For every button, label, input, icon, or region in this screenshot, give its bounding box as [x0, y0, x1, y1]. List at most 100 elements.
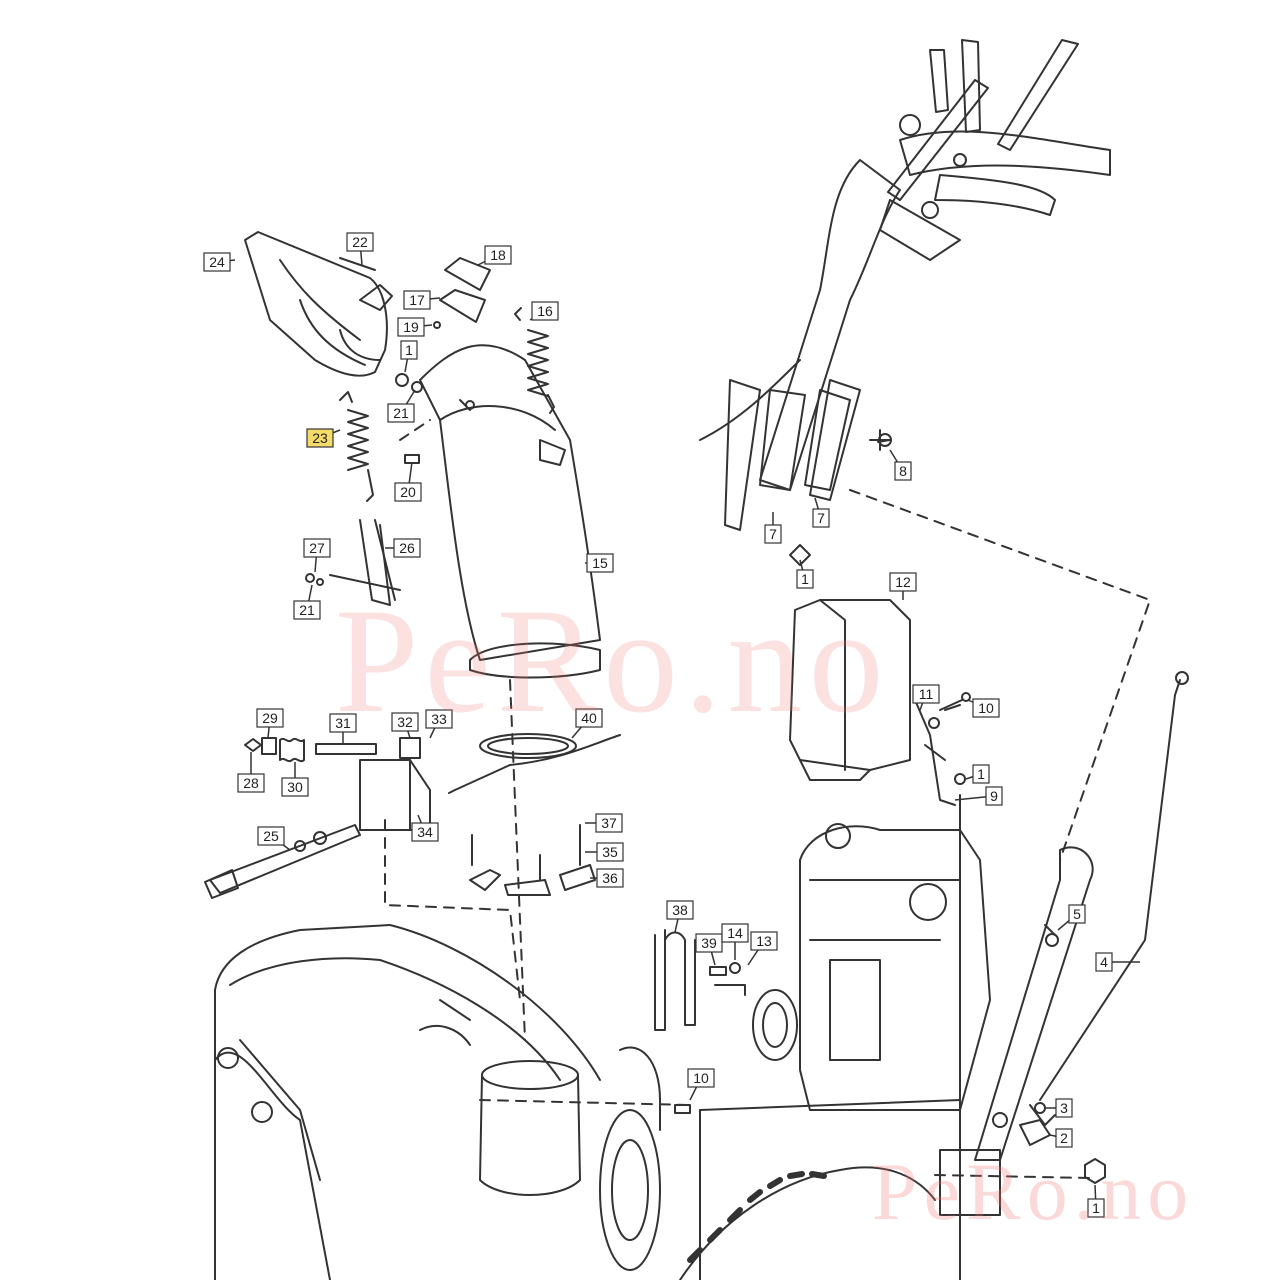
callout-box — [387, 403, 415, 423]
callout-number: 19 — [403, 319, 419, 335]
callout-number: 1 — [1092, 1200, 1100, 1216]
callout-box — [1087, 1198, 1105, 1218]
callout-box — [595, 813, 623, 833]
callout-number: 7 — [817, 510, 825, 526]
callout-number: 10 — [693, 1070, 709, 1086]
callout-number: 39 — [701, 935, 717, 951]
part-callout-32: 32 — [391, 712, 419, 732]
part-callout-40: 40 — [575, 708, 603, 728]
chute-ring-cable — [448, 733, 621, 794]
callout-box — [812, 508, 830, 528]
part-callout-22: 22 — [346, 232, 374, 252]
callout-box — [1068, 904, 1086, 924]
chute-clips — [433, 257, 491, 329]
callout-number: 20 — [400, 484, 416, 500]
callout-number: 18 — [490, 247, 506, 263]
callout-box — [985, 786, 1003, 806]
engine-cover — [789, 599, 911, 781]
part-callout-21: 21 — [293, 600, 321, 620]
callout-box — [394, 482, 422, 502]
handle-assembly — [699, 39, 1111, 566]
part-callout-28: 28 — [237, 773, 265, 793]
callout-box — [972, 698, 1000, 718]
part-callout-24: 24 — [203, 252, 231, 272]
callout-number: 7 — [769, 526, 777, 542]
part-callout-10: 10 — [972, 698, 1000, 718]
part-callout-38: 38 — [666, 900, 694, 920]
wire-guide — [305, 519, 401, 606]
callout-box — [972, 764, 990, 784]
part-callout-16: 16 — [531, 301, 559, 321]
callout-box — [391, 712, 419, 732]
callout-number: 15 — [592, 555, 608, 571]
callout-box — [796, 569, 814, 589]
drive-track — [679, 1166, 936, 1281]
part-callout-7: 7 — [812, 508, 830, 528]
part-callout-1: 1 — [1087, 1198, 1105, 1218]
part-callout-34: 34 — [411, 822, 439, 842]
callout-number: 23 — [312, 430, 328, 446]
callout-number: 13 — [756, 933, 772, 949]
misc-hardware — [674, 439, 1106, 1184]
callout-number: 24 — [209, 254, 225, 270]
callout-number: 2 — [1060, 1130, 1068, 1146]
callout-number: 5 — [1073, 906, 1081, 922]
callout-box — [687, 1068, 715, 1088]
part-callout-8: 8 — [894, 461, 912, 481]
callout-number: 14 — [727, 925, 743, 941]
callout-box — [293, 600, 321, 620]
callout-box — [425, 709, 453, 729]
callout-box — [894, 461, 912, 481]
callout-box — [1055, 1098, 1073, 1118]
part-callout-30: 30 — [281, 777, 309, 797]
callout-box — [596, 842, 624, 862]
callout-box — [306, 428, 334, 448]
callout-number: 28 — [243, 775, 259, 791]
callout-number: 33 — [431, 711, 447, 727]
part-callout-31: 31 — [329, 713, 357, 733]
part-callout-37: 37 — [595, 813, 623, 833]
part-callout-1: 1 — [400, 340, 418, 360]
callout-number: 21 — [393, 405, 409, 421]
part-callout-33: 33 — [425, 709, 453, 729]
callout-number: 38 — [672, 902, 688, 918]
callout-number: 21 — [299, 602, 315, 618]
part-callout-5: 5 — [1068, 904, 1086, 924]
part-callout-23: 23 — [306, 428, 334, 448]
part-callout-26: 26 — [393, 538, 421, 558]
dashed-lines — [384, 489, 1151, 1179]
callout-box — [695, 933, 723, 953]
callout-box — [764, 524, 782, 544]
callout-box — [586, 553, 614, 573]
callout-box — [281, 777, 309, 797]
callout-number: 16 — [537, 303, 553, 319]
callout-number: 29 — [262, 710, 278, 726]
callout-box — [403, 290, 431, 310]
callout-box — [393, 538, 421, 558]
drive-belts — [654, 929, 696, 1031]
callout-number: 31 — [335, 715, 351, 731]
part-callout-29: 29 — [256, 708, 284, 728]
callout-number: 1 — [977, 766, 985, 782]
part-callout-4: 4 — [1095, 952, 1113, 972]
control-bracket — [914, 699, 966, 1141]
callout-number: 36 — [602, 870, 618, 886]
callout-number: 4 — [1100, 954, 1108, 970]
callout-number: 1 — [801, 571, 809, 587]
callout-box — [531, 301, 559, 321]
part-callout-20: 20 — [394, 482, 422, 502]
callout-number: 9 — [990, 788, 998, 804]
callout-box — [575, 708, 603, 728]
part-callout-13: 13 — [750, 931, 778, 951]
chute-hardware — [395, 373, 431, 464]
callout-number: 12 — [895, 574, 911, 590]
callout-number: 35 — [602, 844, 618, 860]
callout-number: 22 — [352, 234, 368, 250]
callout-number: 10 — [978, 700, 994, 716]
callout-box — [397, 317, 425, 337]
worm-shaft-assembly — [244, 737, 431, 831]
part-callout-1: 1 — [972, 764, 990, 784]
callout-number: 3 — [1060, 1100, 1068, 1116]
part-callout-36: 36 — [596, 868, 624, 888]
